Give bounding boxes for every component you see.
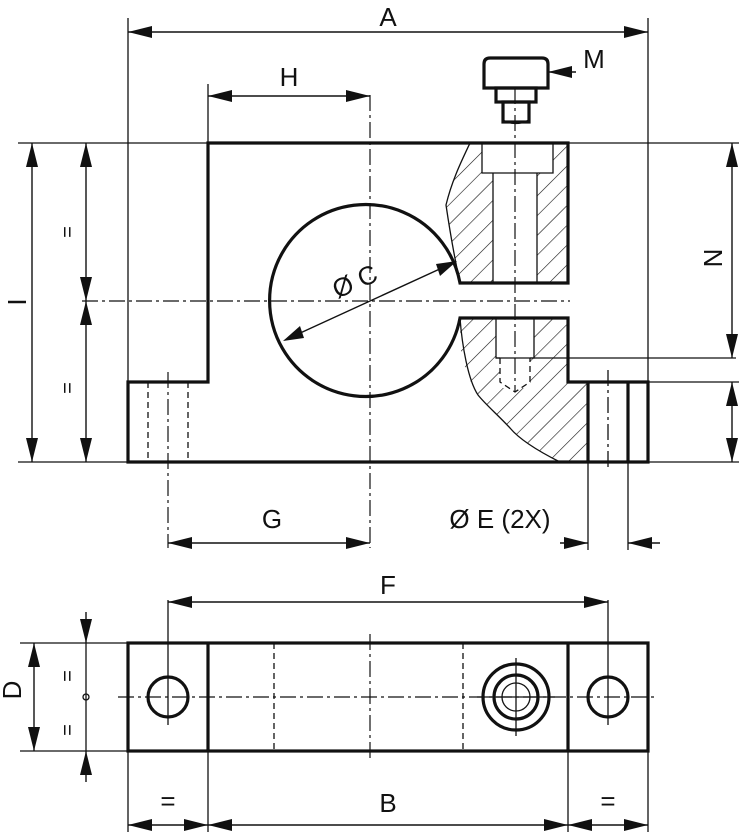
dim-label-equal-upper: = (57, 226, 79, 238)
counterbore (481, 143, 554, 174)
top-dimensions: F D = = = B = (0, 570, 649, 832)
dim-label-i: I (2, 298, 32, 305)
front-view (82, 56, 736, 548)
dim-label-b: B (379, 788, 396, 818)
section-hatch-lower (460, 318, 588, 462)
dim-label-e: Ø E (2X) (449, 504, 550, 534)
foot-hole-right (586, 382, 630, 462)
front-dimensions: A H M I = = N (2, 2, 739, 550)
dim-label-n: N (698, 249, 728, 268)
dim-label-equal-top-lower: = (57, 724, 79, 736)
dim-label-h: H (280, 62, 299, 92)
center-mark-icon (477, 658, 555, 736)
dim-label-equal-right: = (600, 786, 615, 816)
dim-label-d: D (0, 681, 27, 700)
section-break-line-lower (459, 317, 561, 463)
dim-label-equal-left: = (160, 786, 175, 816)
bolt-hole-upper (492, 173, 538, 283)
foot-hole-left-hidden (147, 382, 189, 462)
dim-label-c: Ø C (328, 258, 382, 304)
dim-label-equal-top-upper: = (57, 670, 79, 682)
dim-label-g: G (262, 504, 282, 534)
dim-label-a: A (379, 2, 397, 32)
dim-label-m: M (583, 44, 605, 74)
dim-label-f: F (380, 570, 396, 600)
socket-head-screw-icon (482, 56, 550, 125)
top-view (118, 600, 658, 760)
front-body-outline (126, 141, 650, 464)
dim-label-equal-lower: = (57, 382, 79, 394)
